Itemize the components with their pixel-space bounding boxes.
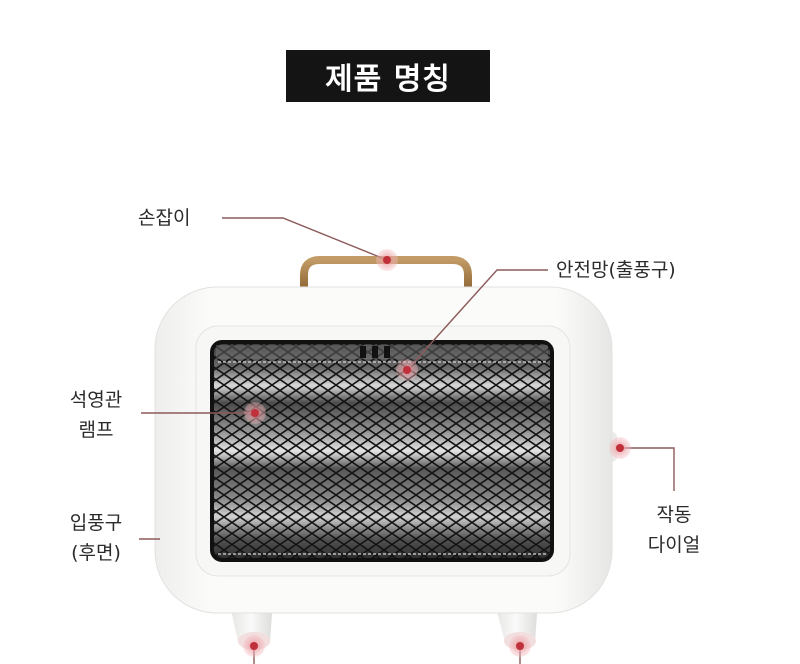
label-air-intake-line1: 입풍구 xyxy=(69,512,123,534)
callout-dot-control-dial xyxy=(609,437,631,459)
label-control-dial-line2: 다이얼 xyxy=(647,534,701,556)
label-quartz-lamp-line1: 석영관 xyxy=(69,389,123,411)
callout-dot-quartz-lamp xyxy=(244,402,266,424)
label-handle: 손잡이 xyxy=(138,203,190,233)
callout-line-handle xyxy=(222,217,388,261)
label-air-intake-line2: (후면) xyxy=(71,542,121,564)
callout-dot-left-foot xyxy=(243,635,265,657)
callout-line-safety-grille xyxy=(406,269,548,371)
label-air-intake: 입풍구 (후면) xyxy=(56,508,136,568)
callout-dot-right-foot xyxy=(509,635,531,657)
page-title: 제품 명칭 xyxy=(286,50,490,102)
label-handle-text: 손잡이 xyxy=(138,207,191,229)
label-safety-grille-text: 안전망(출풍구) xyxy=(556,259,676,281)
callout-lines xyxy=(139,217,675,664)
label-control-dial: 작동 다이얼 xyxy=(634,500,714,560)
safety-grille xyxy=(210,340,554,562)
callout-dot-safety-grille xyxy=(396,359,418,381)
callout-dots xyxy=(243,249,631,657)
label-quartz-lamp-line2: 램프 xyxy=(78,419,114,441)
callout-dot-handle xyxy=(376,249,398,271)
callout-line-control-dial xyxy=(620,447,675,491)
label-control-dial-line1: 작동 xyxy=(656,504,692,526)
label-safety-grille: 안전망(출풍구) xyxy=(556,255,676,285)
label-quartz-lamp: 석영관 램프 xyxy=(56,385,136,445)
